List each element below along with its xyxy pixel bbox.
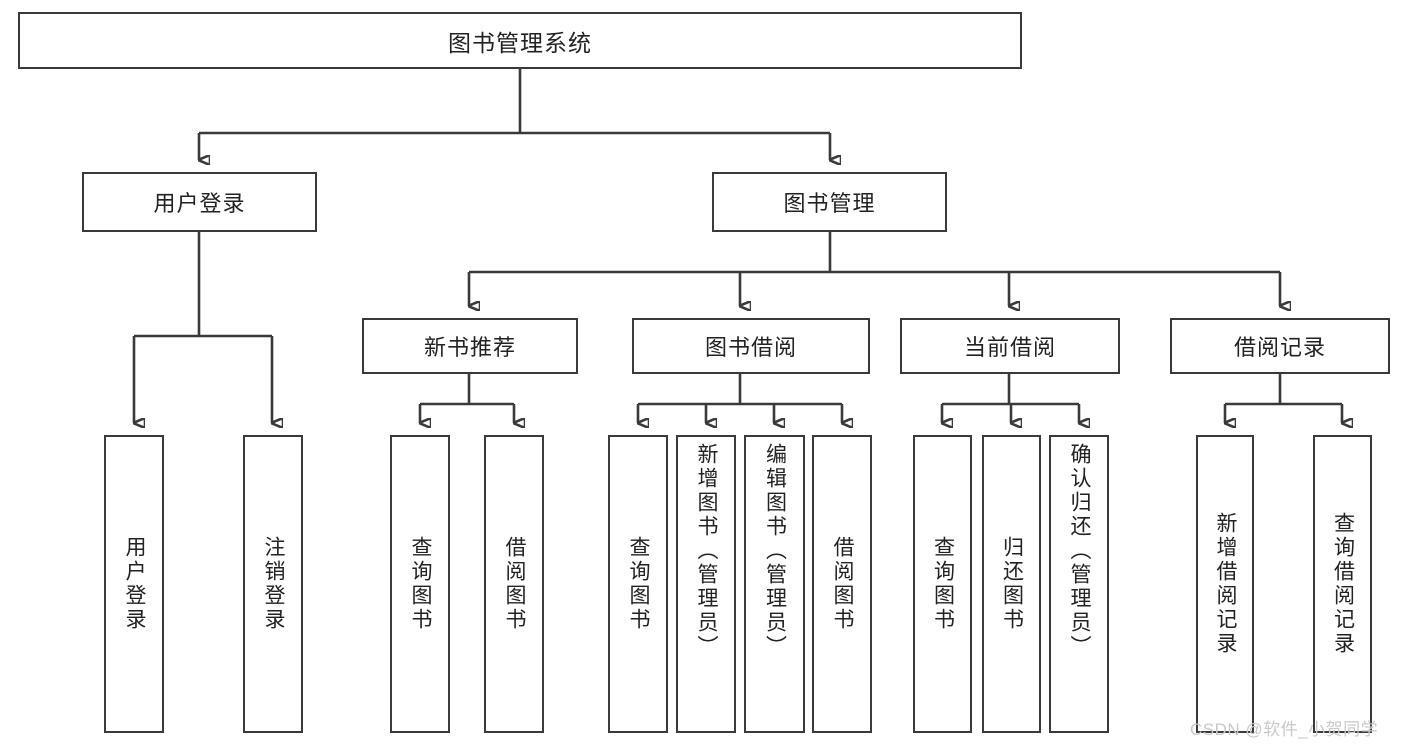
node-label: 借阅图书 [503,536,527,632]
leaf-query-book-current[interactable]: 查询图书 [913,435,972,733]
node-book-borrow[interactable]: 图书借阅 [632,318,870,374]
node-label: 图书借阅 [704,335,797,360]
node-current-borrow[interactable]: 当前借阅 [900,318,1120,374]
node-label: 借阅记录 [1233,335,1326,360]
leaf-borrow-book[interactable]: 借阅图书 [812,435,872,733]
leaf-query-borrow-record[interactable]: 查询借阅记录 [1313,435,1372,733]
node-label: 编辑图书（管理员） [763,443,787,659]
node-borrow-record[interactable]: 借阅记录 [1170,318,1390,374]
node-root[interactable]: 图书管理系统 [18,12,1022,69]
node-label: 用户登录 [153,191,246,216]
leaf-borrow-book-recommend[interactable]: 借阅图书 [484,435,544,733]
node-label: 当前借阅 [963,335,1056,360]
leaf-user-logout[interactable]: 注销登录 [243,435,303,733]
leaf-return-book[interactable]: 归还图书 [982,435,1041,733]
node-label: 查询图书 [409,536,433,632]
node-label: 归还图书 [1000,536,1024,632]
watermark: CSDN @软件_小贺同学 [1190,715,1378,740]
node-label: 查询图书 [627,536,651,632]
node-label: 用户登录 [123,536,147,632]
node-label: 确认归还（管理员） [1068,443,1092,659]
node-label: 新增借阅记录 [1214,512,1238,656]
leaf-user-login[interactable]: 用户登录 [104,435,164,733]
node-new-book-recommend[interactable]: 新书推荐 [362,318,578,374]
watermark-text: CSDN @软件_小贺同学 [1190,720,1379,739]
leaf-confirm-return-admin[interactable]: 确认归还（管理员） [1049,435,1109,733]
leaf-add-borrow-record[interactable]: 新增借阅记录 [1196,435,1254,733]
node-user-login[interactable]: 用户登录 [82,172,317,232]
node-label: 注销登录 [262,536,286,632]
node-label: 新增图书（管理员） [695,443,719,659]
leaf-query-book-recommend[interactable]: 查询图书 [390,435,450,733]
node-book-management[interactable]: 图书管理 [712,172,947,232]
leaf-add-book-admin[interactable]: 新增图书（管理员） [676,435,736,733]
node-label: 图书管理系统 [448,29,592,56]
leaf-query-book-borrow[interactable]: 查询图书 [608,435,668,733]
node-label: 查询借阅记录 [1331,512,1355,656]
node-label: 借阅图书 [831,536,855,632]
node-label: 新书推荐 [423,335,516,360]
leaf-edit-book-admin[interactable]: 编辑图书（管理员） [744,435,805,733]
node-label: 图书管理 [783,191,876,216]
node-label: 查询图书 [931,536,955,632]
